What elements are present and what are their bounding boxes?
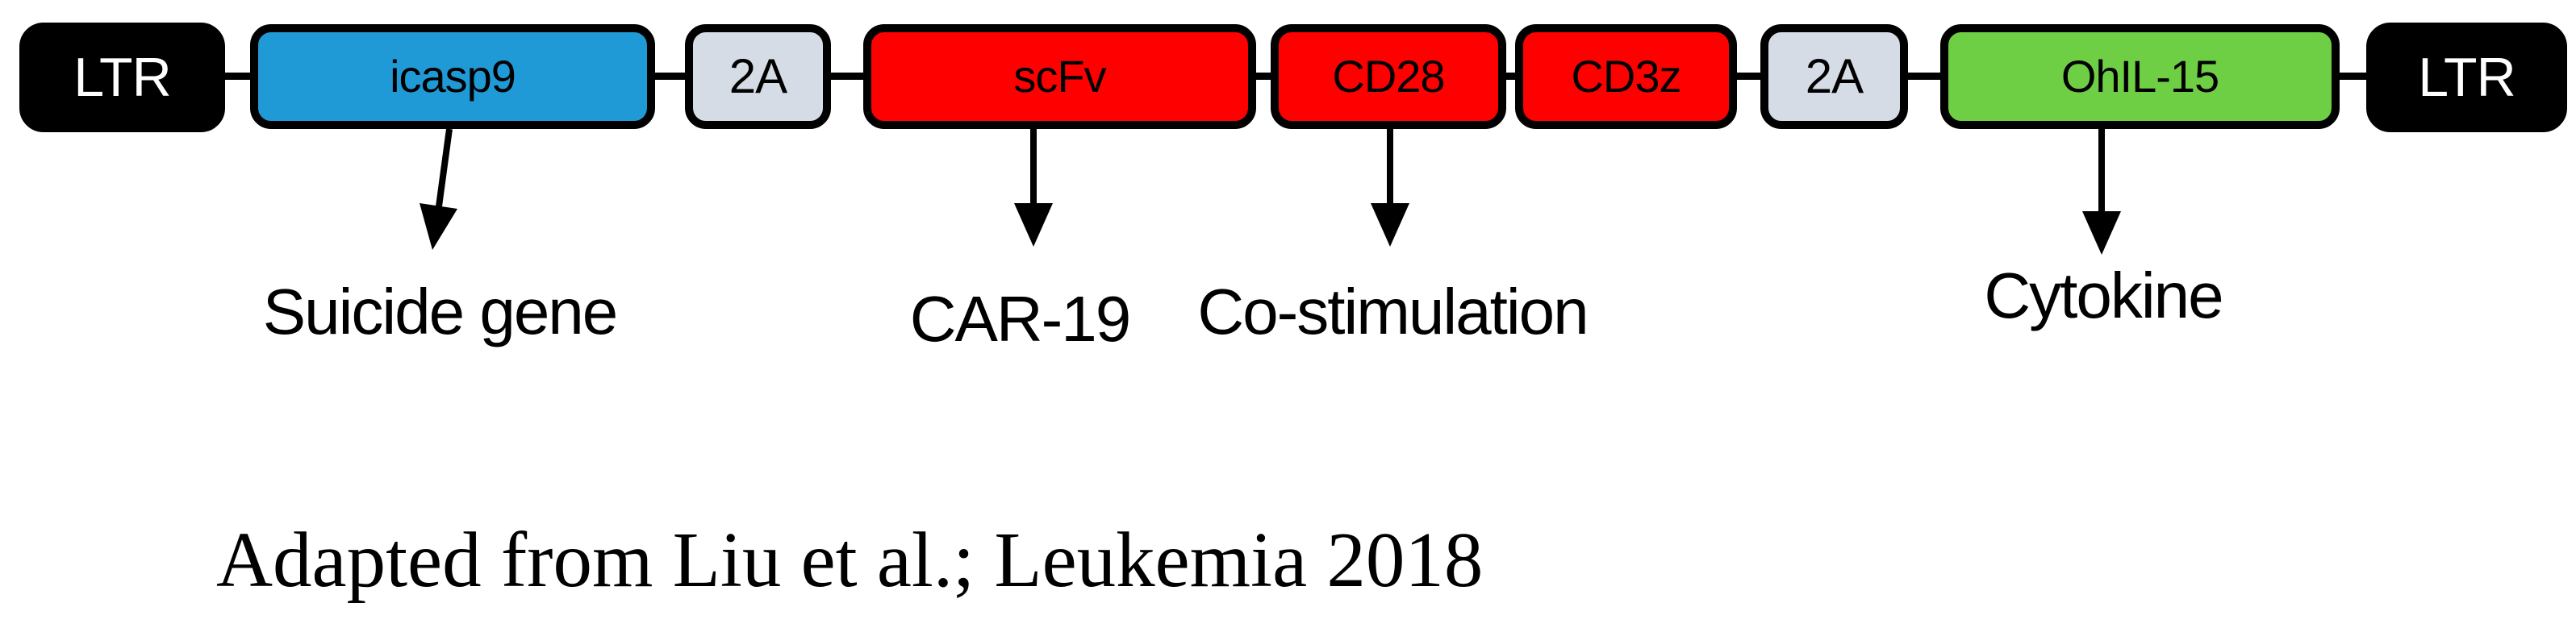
segment-2a-second: 2A <box>1760 24 1908 129</box>
segment-label-scfv: scFv <box>1013 51 1106 102</box>
segment-label-icasp9: icasp9 <box>390 51 516 102</box>
segment-ltr-left: LTR <box>19 23 225 132</box>
segment-cd28: CD28 <box>1271 24 1506 129</box>
citation-caption: Adapted from Liu et al.; Leukemia 2018 <box>216 517 1484 603</box>
segment-label-2a-first: 2A <box>729 49 787 103</box>
down-arrow-icon <box>2082 129 2121 255</box>
segment-label-2a-second: 2A <box>1805 49 1864 103</box>
segment-ltr-right: LTR <box>2366 23 2567 132</box>
segment-icasp9: icasp9 <box>250 24 655 129</box>
annotation-car-19: CAR-19 <box>909 283 1132 355</box>
down-arrow-icon <box>1014 129 1053 247</box>
down-arrow-icon <box>1371 129 1409 247</box>
segment-scfv: scFv <box>863 24 1256 129</box>
annotation-cytokine: Cytokine <box>1984 260 2223 331</box>
segment-2a-first: 2A <box>685 24 831 129</box>
segment-label-cd3z: CD3z <box>1571 51 1681 102</box>
segment-label-ohil15: OhIL-15 <box>2060 51 2219 102</box>
down-arrow-icon <box>420 128 457 250</box>
annotation-suicide-gene: Suicide gene <box>262 276 619 347</box>
segment-label-ltr-right: LTR <box>2418 47 2515 108</box>
segment-label-cd28: CD28 <box>1332 51 1445 102</box>
segment-label-ltr-left: LTR <box>73 47 171 108</box>
segment-ohil15: OhIL-15 <box>1940 24 2340 129</box>
segment-cd3z: CD3z <box>1515 24 1737 129</box>
annotation-co-stimulation: Co-stimulation <box>1197 276 1589 347</box>
